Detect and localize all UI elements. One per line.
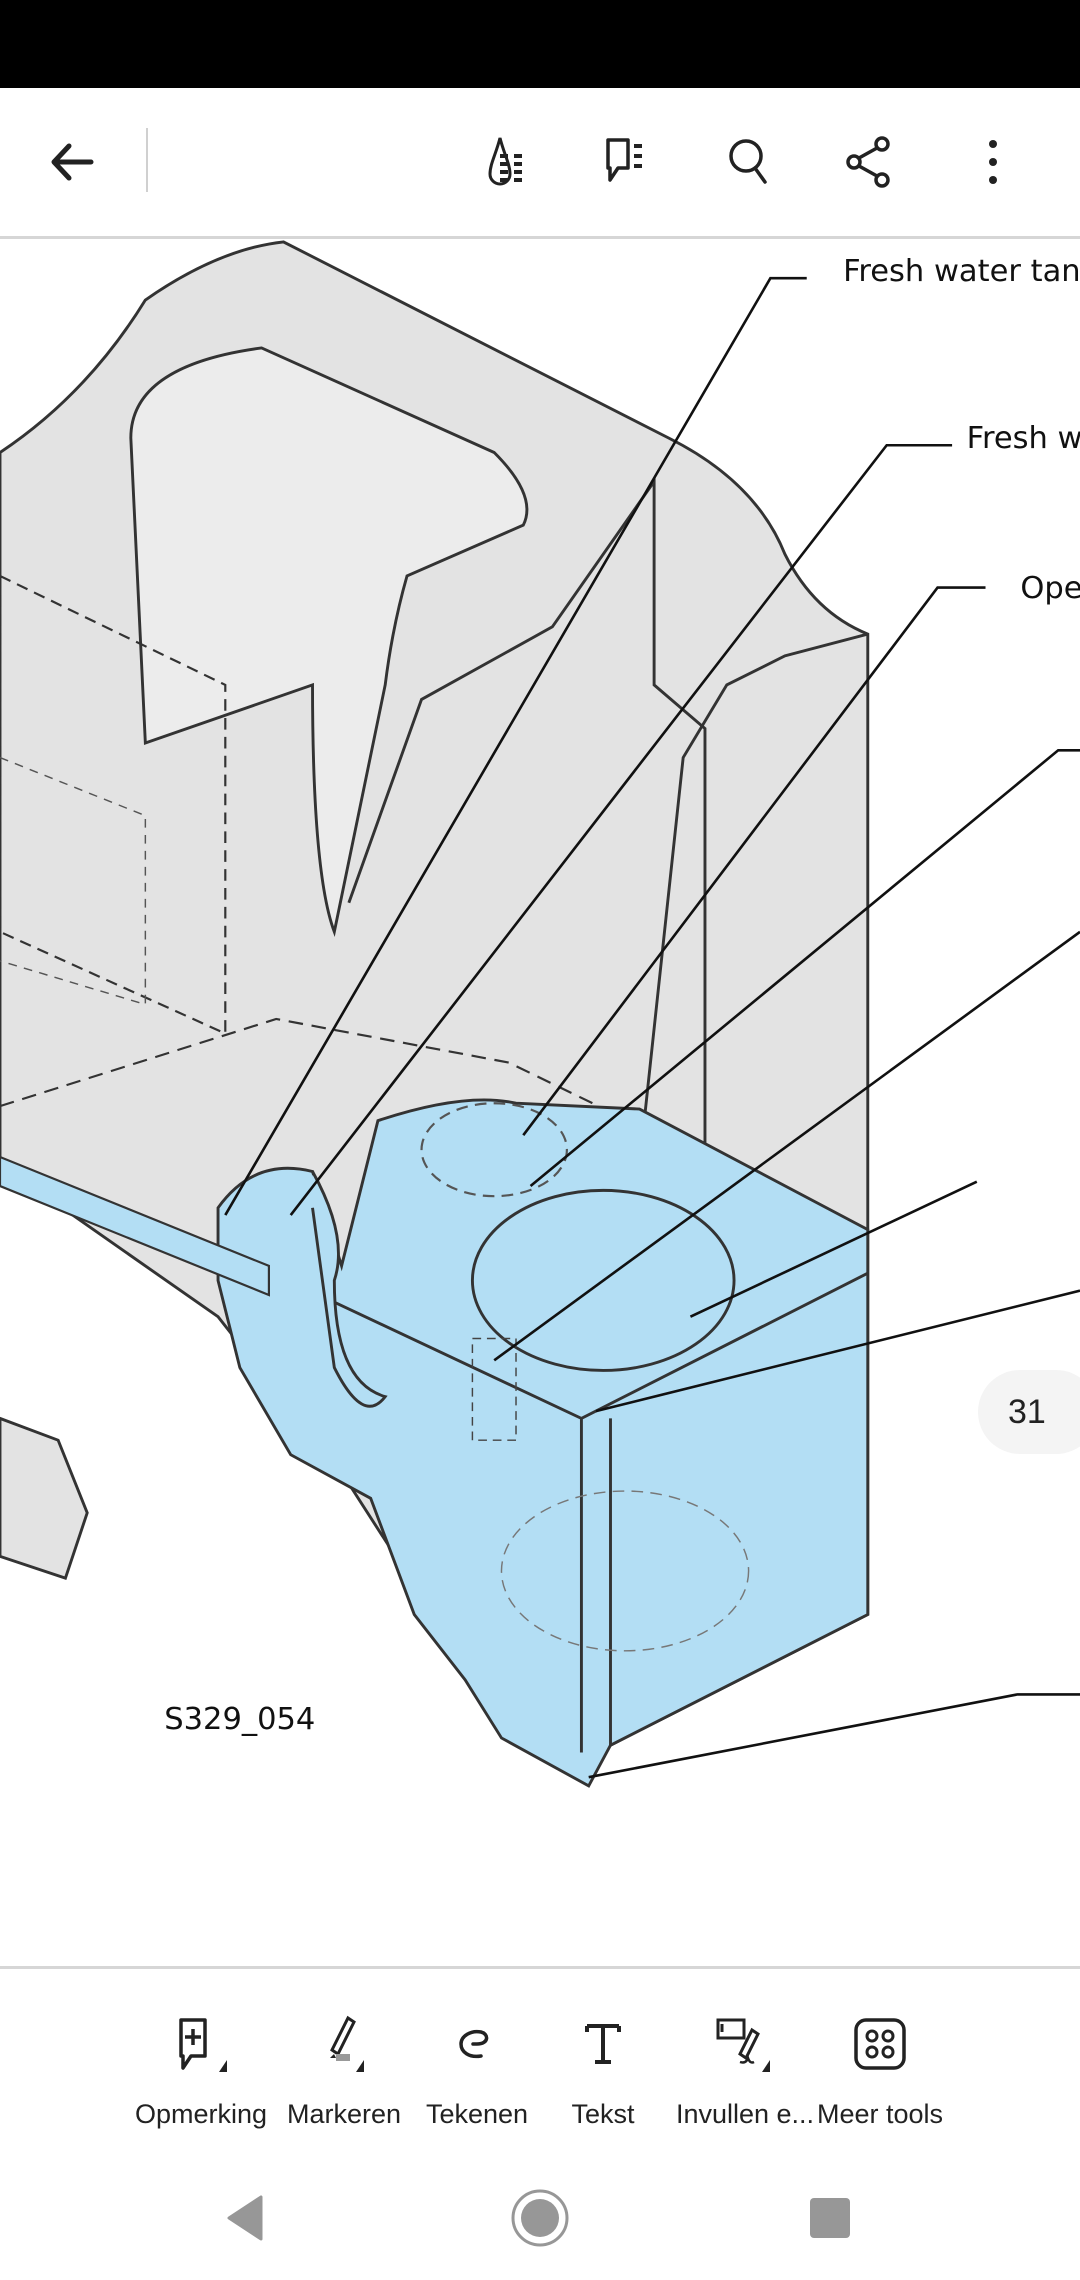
search-button[interactable] (720, 132, 780, 192)
document-viewer[interactable]: Fresh water tan Fresh w Ope S329_054 31 (0, 239, 1080, 1966)
nav-home-button[interactable] (500, 2178, 580, 2258)
liquid-mode-button[interactable] (480, 132, 540, 192)
figure-id: S329_054 (164, 1702, 315, 1737)
water-region (216, 1098, 870, 1788)
share-button[interactable] (840, 132, 900, 192)
nav-recents-icon (810, 2198, 850, 2238)
nav-recents-button[interactable] (790, 2178, 870, 2258)
draw-icon (459, 2029, 489, 2059)
tool-label: Opmerking (134, 2099, 268, 2129)
tool-label: Meer tools (816, 2099, 944, 2129)
fill-sign-icon (716, 2018, 770, 2072)
share-icon (846, 136, 890, 188)
system-nav-bar (0, 2156, 1080, 2280)
tool-label: Markeren (286, 2099, 402, 2129)
comments-list-icon (606, 138, 642, 182)
nav-home-icon (511, 2189, 569, 2247)
tool-label: Tekst (571, 2099, 635, 2129)
top-toolbar (0, 88, 1080, 239)
label-opening: Ope (1020, 571, 1080, 606)
page-number: 31 (1008, 1392, 1046, 1431)
search-icon (729, 139, 767, 184)
nav-back-button[interactable] (205, 2178, 285, 2258)
tool-markeren[interactable]: Markeren (274, 2009, 414, 2130)
toolbar-divider (146, 128, 148, 192)
bottom-toolbar: Opmerking Markeren Tekenen Tekst Invulle… (0, 1966, 1080, 2159)
nav-back-icon (227, 2195, 263, 2241)
highlighter-icon (330, 2015, 364, 2072)
comments-button[interactable] (598, 132, 658, 192)
label-fresh-water-tank: Fresh water tan (843, 254, 1080, 289)
tool-tekst[interactable]: Tekst (533, 2009, 673, 2130)
more-options-icon (989, 140, 997, 184)
page-number-badge[interactable]: 31 (978, 1370, 1080, 1454)
back-button[interactable] (42, 132, 102, 192)
leader-lines (224, 276, 1080, 1779)
tool-tekenen[interactable]: Tekenen (407, 2009, 547, 2130)
status-bar (0, 0, 1080, 88)
add-comment-icon (179, 2018, 227, 2072)
text-icon (585, 2024, 621, 2064)
back-arrow-icon (51, 143, 94, 181)
tool-label: Invullen e... (675, 2099, 815, 2129)
tool-opmerking[interactable]: Opmerking (131, 2009, 271, 2130)
liquid-mode-icon (488, 137, 522, 186)
tool-invullen[interactable]: Invullen e... (675, 2009, 815, 2130)
tool-label: Tekenen (425, 2099, 529, 2129)
tank-illustration: Fresh water tan Fresh w Ope S329_054 (0, 240, 1080, 1788)
more-options-button[interactable] (963, 132, 1023, 192)
tool-meer-tools[interactable]: Meer tools (810, 2009, 950, 2130)
label-fresh-water: Fresh w (967, 421, 1080, 456)
more-tools-icon (854, 2018, 906, 2070)
